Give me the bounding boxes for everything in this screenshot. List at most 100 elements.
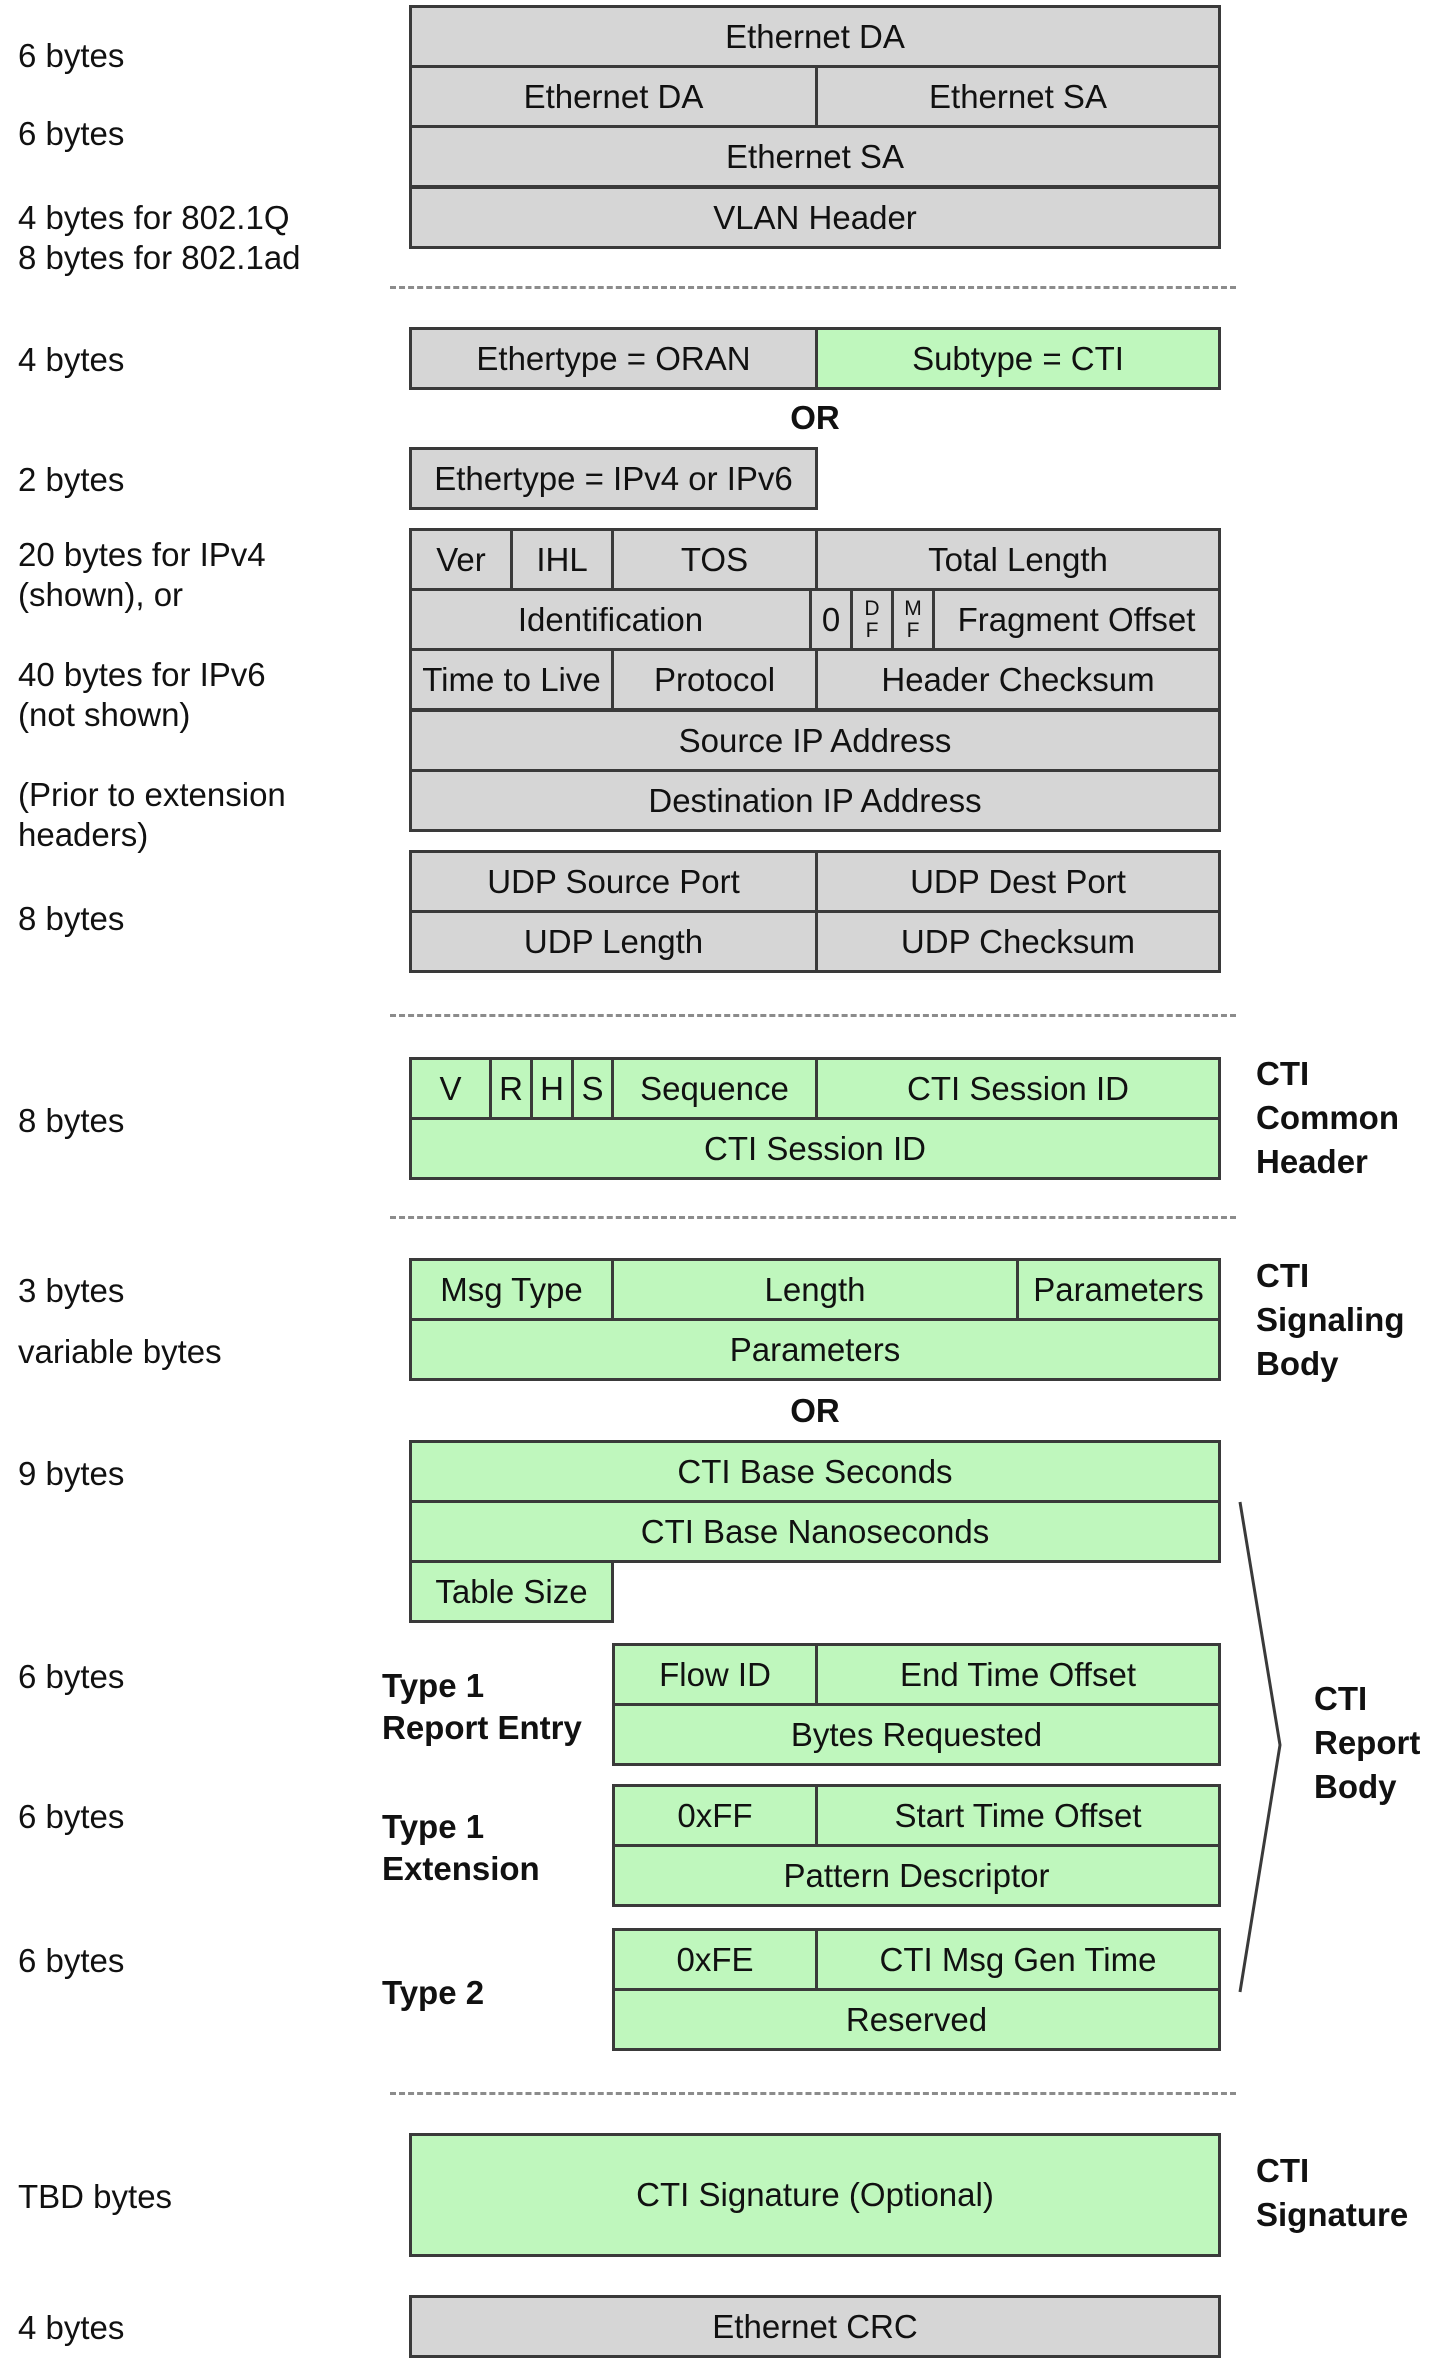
size-label-extension-line1: (Prior to extension — [18, 776, 286, 813]
field-cti-sequence: Sequence — [611, 1057, 818, 1120]
entry-label-type2: Type 2 — [382, 1972, 484, 2014]
df-flag-letter-f: F — [865, 618, 879, 642]
size-label-extension-line2: headers) — [18, 816, 149, 853]
size-label-signature: TBD bytes — [18, 2178, 173, 2215]
field-ip-df-flag: D F — [850, 588, 894, 651]
field-type1ext-pattern-descriptor: Pattern Descriptor — [612, 1844, 1221, 1907]
entry-label-type1-report-entry: Type 1 Report Entry — [382, 1665, 582, 1749]
mf-flag-letter-f: F — [906, 618, 920, 642]
field-cti-session-id-part2: CTI Session ID — [409, 1117, 1221, 1180]
field-signaling-msg-type: Msg Type — [409, 1258, 614, 1321]
field-vlan-header: VLAN Header — [409, 186, 1221, 249]
entry-label-line: Extension — [382, 1850, 540, 1887]
field-type1-flow-id: Flow ID — [612, 1643, 818, 1706]
entry-label-line: Type 1 — [382, 1667, 485, 1704]
section-label-line: Body — [1256, 1345, 1339, 1382]
field-udp-checksum: UDP Checksum — [815, 910, 1221, 973]
field-ip-ttl: Time to Live — [409, 648, 614, 711]
separator-dashed — [390, 2092, 1236, 2095]
size-label-vlan-8021q: 4 bytes for 802.1Q — [18, 199, 290, 236]
size-label-ipv6-line1: 40 bytes for IPv6 — [18, 656, 266, 693]
section-label-line: Body — [1314, 1768, 1397, 1805]
field-ip-source-address: Source IP Address — [409, 709, 1221, 772]
field-ethertype-ip: Ethertype = IPv4 or IPv6 — [409, 447, 818, 510]
size-label-signaling-fixed: 3 bytes — [18, 1272, 125, 1309]
size-label-type1-extension: 6 bytes — [18, 1798, 125, 1835]
size-label-ipv6-line2: (not shown) — [18, 696, 191, 733]
section-label-line: Signature — [1256, 2196, 1409, 2233]
entry-label-type1-extension: Type 1 Extension — [382, 1806, 540, 1890]
section-label-cti-signature: CTI Signature — [1256, 2149, 1408, 2237]
entry-label-line: Type 2 — [382, 1974, 485, 2011]
field-type2-0xfe: 0xFE — [612, 1928, 818, 1991]
df-flag-letter-d: D — [864, 596, 880, 620]
size-label-crc: 4 bytes — [18, 2309, 125, 2346]
section-label-line: Header — [1256, 1143, 1368, 1180]
report-body-brace — [1238, 1501, 1282, 1993]
size-label-ethertype-ip: 2 bytes — [18, 461, 125, 498]
size-label-report-base: 9 bytes — [18, 1455, 125, 1492]
field-ip-header-checksum: Header Checksum — [815, 648, 1221, 711]
field-ip-identification: Identification — [409, 588, 812, 651]
field-ip-mf-flag: M F — [891, 588, 935, 651]
brace-line — [1238, 1501, 1282, 1993]
field-type2-reserved: Reserved — [612, 1988, 1221, 2051]
field-subtype-cti: Subtype = CTI — [815, 327, 1221, 390]
field-type1ext-start-time-offset: Start Time Offset — [815, 1784, 1221, 1847]
field-ethernet-sa-part1: Ethernet SA — [815, 65, 1221, 128]
field-ethernet-sa: Ethernet SA — [409, 125, 1221, 188]
size-label-udp: 8 bytes — [18, 900, 125, 937]
field-type1-bytes-requested: Bytes Requested — [612, 1703, 1221, 1766]
field-cti-version: V — [409, 1057, 492, 1120]
size-label-type1: 6 bytes — [18, 1658, 125, 1695]
field-report-base-nanoseconds: CTI Base Nanoseconds — [409, 1500, 1221, 1563]
field-report-base-seconds: CTI Base Seconds — [409, 1440, 1221, 1503]
field-ip-fragment-offset: Fragment Offset — [932, 588, 1221, 651]
field-ip-reserved-flag: 0 — [809, 588, 853, 651]
field-ip-total-length: Total Length — [815, 528, 1221, 591]
field-type1-end-time-offset: End Time Offset — [815, 1643, 1221, 1706]
field-cti-s-bit: S — [571, 1057, 614, 1120]
field-cti-signature: CTI Signature (Optional) — [409, 2133, 1221, 2257]
size-label-ipv4-line2: (shown), or — [18, 576, 184, 613]
separator-dashed — [390, 286, 1236, 289]
field-cti-r-bit: R — [489, 1057, 533, 1120]
field-ip-destination-address: Destination IP Address — [409, 769, 1221, 832]
entry-label-line: Report Entry — [382, 1709, 582, 1746]
section-label-cti-signaling-body: CTI Signaling Body — [1256, 1254, 1405, 1386]
field-udp-length: UDP Length — [409, 910, 818, 973]
size-label-type2: 6 bytes — [18, 1942, 125, 1979]
separator-dashed — [390, 1216, 1236, 1219]
separator-dashed — [390, 1014, 1236, 1017]
size-label-signaling-variable: variable bytes — [18, 1333, 222, 1370]
section-label-line: CTI — [1256, 2152, 1310, 2189]
size-label-vlan-8021ad: 8 bytes for 802.1ad — [18, 239, 301, 276]
section-label-line: Signaling — [1256, 1301, 1405, 1338]
size-label-ethertype-oran: 4 bytes — [18, 341, 125, 378]
section-label-line: CTI — [1256, 1257, 1310, 1294]
field-udp-source-port: UDP Source Port — [409, 850, 818, 913]
section-label-line: Common — [1256, 1099, 1399, 1136]
field-ethertype-oran: Ethertype = ORAN — [409, 327, 818, 390]
field-ip-version: Ver — [409, 528, 513, 591]
field-type1ext-0xff: 0xFF — [612, 1784, 818, 1847]
size-label-ethernet-sa: 6 bytes — [18, 115, 125, 152]
field-cti-session-id-part1: CTI Session ID — [815, 1057, 1221, 1120]
mf-flag-letter-m: M — [904, 596, 922, 620]
size-label-ipv4-line1: 20 bytes for IPv4 — [18, 536, 266, 573]
field-signaling-parameters-part2: Parameters — [409, 1318, 1221, 1381]
field-ip-tos: TOS — [611, 528, 818, 591]
field-ethernet-crc: Ethernet CRC — [409, 2295, 1221, 2358]
section-label-cti-common-header: CTI Common Header — [1256, 1052, 1399, 1184]
or-label: OR — [790, 399, 840, 436]
field-ip-protocol: Protocol — [611, 648, 818, 711]
field-ip-ihl: IHL — [510, 528, 614, 591]
section-label-cti-report-body: CTI Report Body — [1314, 1677, 1420, 1809]
field-report-table-size: Table Size — [409, 1560, 614, 1623]
field-signaling-parameters-part1: Parameters — [1016, 1258, 1221, 1321]
field-ethernet-da-part2: Ethernet DA — [409, 65, 818, 128]
size-label-ethernet-da: 6 bytes — [18, 37, 125, 74]
or-label: OR — [790, 1392, 840, 1429]
field-ethernet-da: Ethernet DA — [409, 5, 1221, 68]
